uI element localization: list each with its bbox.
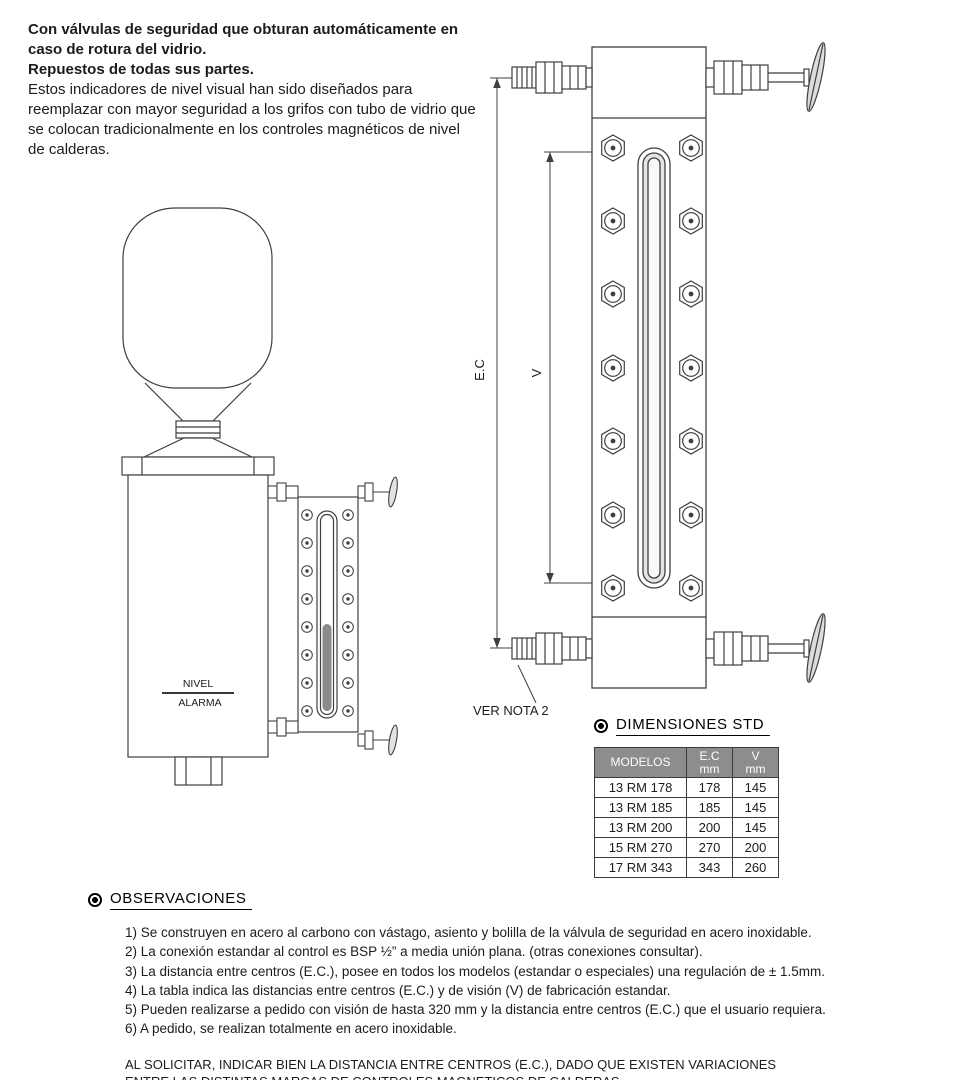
liquid-level — [322, 624, 332, 711]
list-item: 1) Se construyen en acero al carbono con… — [125, 925, 812, 940]
ec-cell: 270 — [686, 837, 733, 858]
ver-nota-label: VER NOTA 2 — [473, 703, 549, 718]
boiler-control-drawing: NIVEL ALARMA — [121, 207, 398, 786]
dimensions-table: MODELOS E.C mm V mm 13 RM 178 178 145 — [594, 747, 779, 878]
col-header-v-line1: V — [751, 748, 760, 763]
ec-cell: 185 — [686, 797, 733, 818]
list-item: 2) La conexión estandar al control es BS… — [125, 944, 703, 960]
table-row: 13 RM 200 200 145 — [594, 817, 779, 838]
model-cell: 13 RM 178 — [594, 777, 687, 798]
list-item: 3) La distancia entre centros (E.C.), po… — [125, 963, 826, 979]
small-bottom-handwheel — [388, 724, 398, 756]
flange — [121, 456, 275, 476]
ec-dimension-label: E.C — [472, 359, 487, 381]
v-cell: 145 — [732, 817, 779, 838]
list-item: 5) Pueden realizarse a pedido con visión… — [125, 1002, 826, 1018]
dimensions-title: DIMENSIONES STD — [594, 716, 794, 736]
ec-dimension — [490, 77, 512, 649]
col-header-modelos: MODELOS — [594, 747, 687, 778]
list-item: 4) La tabla indica las distancias entre … — [125, 982, 671, 998]
v-cell: 145 — [732, 777, 779, 798]
list-item: 6) A pedido, se realizan totalmente en a… — [125, 1021, 457, 1037]
observaciones-section: OBSERVACIONES 1) Se construyen en acero … — [88, 890, 950, 1080]
model-cell: 17 RM 343 — [594, 857, 687, 878]
ec-cell: 343 — [686, 857, 733, 878]
intro: Con válvulas de seguridad que obturan au… — [28, 20, 478, 160]
dimensions-title-text: DIMENSIONES STD — [616, 716, 771, 736]
ec-cell: 178 — [686, 777, 733, 798]
note-leader-line — [517, 664, 537, 704]
top-connections — [511, 42, 826, 112]
v-cell: 260 — [732, 857, 779, 878]
table-row: 13 RM 185 185 145 — [594, 797, 779, 818]
level-gauge-drawing: E.C V VER NOTA 2 — [472, 42, 826, 718]
v-cell: 145 — [732, 797, 779, 818]
sight-window-inner — [647, 157, 661, 579]
vessel-outline — [121, 207, 275, 786]
v-dimension-label: V — [529, 368, 544, 377]
model-cell: 15 RM 270 — [594, 837, 687, 858]
intro-bold-line-1: Con válvulas de seguridad que obturan au… — [28, 21, 459, 58]
col-header-ec-line2: mm — [699, 761, 720, 776]
bottom-connections — [511, 613, 826, 683]
table-row: 13 RM 178 178 145 — [594, 777, 779, 798]
footer-line-1: AL SOLICITAR, INDICAR BIEN LA DISTANCIA … — [125, 1056, 777, 1072]
expander-cone — [143, 437, 253, 458]
footer-line-2: ENTRE LAS DISTINTAS MARCAS DE CONTROLES … — [125, 1073, 950, 1080]
bottom-stub — [174, 756, 223, 786]
small-level-gauge — [297, 496, 359, 733]
col-header-v-line2: mm — [745, 761, 766, 776]
ec-cell: 200 — [686, 817, 733, 838]
col-header-ec: E.C mm — [686, 747, 733, 778]
observaciones-title: OBSERVACIONES — [88, 890, 950, 910]
col-header-v: V mm — [732, 747, 779, 778]
table-header-row: MODELOS E.C mm V mm — [594, 747, 779, 778]
v-cell: 200 — [732, 837, 779, 858]
observaciones-list: 1) Se construyen en acero al carbono con… — [125, 923, 950, 1039]
table-row: 15 RM 270 270 200 — [594, 837, 779, 858]
observaciones-footer: AL SOLICITAR, INDICAR BIEN LA DISTANCIA … — [125, 1056, 950, 1080]
intro-bold-line-2: Repuestos de todas sus partes. — [28, 61, 254, 78]
control-body — [127, 474, 269, 758]
reducer-cone — [144, 382, 252, 422]
table-row: 17 RM 343 343 260 — [594, 857, 779, 878]
nivel-label: NIVEL — [183, 678, 214, 690]
intro-body: Estos indicadores de nivel visual han si… — [28, 81, 476, 158]
model-cell: 13 RM 185 — [594, 797, 687, 818]
gauge-valves — [267, 476, 398, 756]
dimensions-section: DIMENSIONES STD MODELOS E.C mm V mm — [594, 716, 794, 878]
float-chamber — [122, 207, 273, 389]
v-dimension — [544, 151, 592, 584]
model-cell: 13 RM 200 — [594, 817, 687, 838]
small-top-handwheel — [388, 476, 398, 508]
target-bullet-icon — [594, 719, 608, 733]
observaciones-title-text: OBSERVACIONES — [110, 890, 253, 910]
col-header-ec-line1: E.C — [699, 748, 720, 763]
target-bullet-icon — [88, 893, 102, 907]
alarma-label: ALARMA — [178, 697, 221, 709]
union-neck — [175, 420, 221, 439]
